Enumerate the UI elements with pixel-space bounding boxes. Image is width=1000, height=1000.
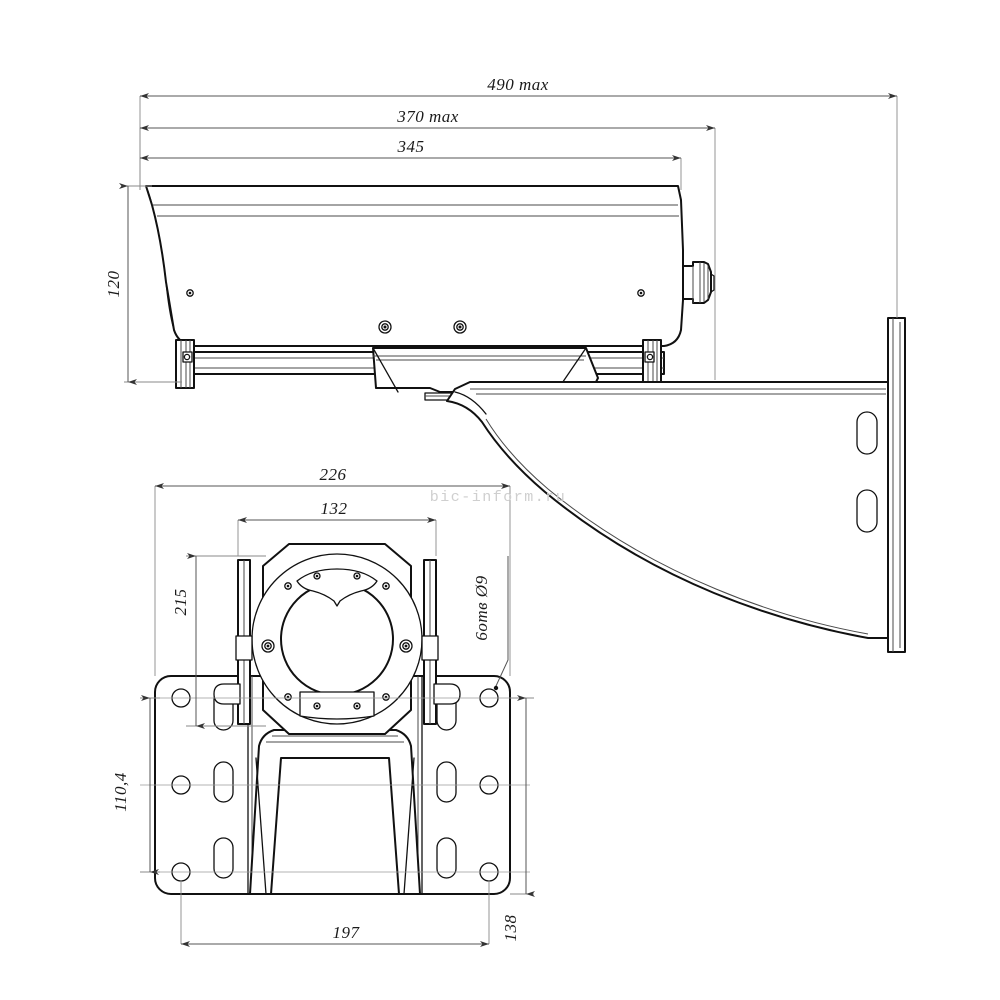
gimbal-body <box>251 543 423 735</box>
dim-label-overall-length: 490 max <box>487 75 549 94</box>
dim-label-hole-callout: 6отв Ø9 <box>472 575 491 640</box>
front-view <box>140 543 530 895</box>
dim-plate-width: 226 <box>155 465 510 489</box>
lens-connector <box>682 261 715 304</box>
wall-plate-slot-lower <box>856 489 878 533</box>
plate-slot-5 <box>436 761 457 803</box>
dim-housing-length: 345 <box>140 137 681 161</box>
wall-plate-slot-upper <box>856 411 878 455</box>
dim-label-hole-spacing-vertical: 110,4 <box>111 772 130 812</box>
dim-plate-bottom-offset: 138 <box>501 695 535 942</box>
right-rail-clamp <box>642 339 662 389</box>
front-view-dimensions: 226 132 215 110,4 197 138 <box>111 465 535 947</box>
dim-gimbal-height: 215 <box>171 553 205 729</box>
dim-label-gimbal-height: 215 <box>171 589 190 616</box>
dim-label-plate-bottom-offset: 138 <box>501 915 520 942</box>
plate-slot-2 <box>213 761 234 803</box>
dim-hole-spacing-vertical: 110,4 <box>111 695 159 875</box>
dim-label-gimbal-width: 132 <box>321 499 348 518</box>
side-view <box>145 185 906 653</box>
dim-hole-callout: 6отв Ø9 <box>472 556 509 691</box>
wall-plate <box>856 317 906 653</box>
plate-slot-6 <box>436 837 457 879</box>
housing-screws <box>186 289 645 334</box>
plate-slot-3 <box>213 837 234 879</box>
dim-label-plate-width: 226 <box>320 465 347 484</box>
dim-hole-spacing-horizontal: 197 <box>181 923 489 947</box>
watermark-text: bic-inform.ru <box>430 489 567 506</box>
dim-label-housing-length: 345 <box>397 137 425 156</box>
arm-flare <box>249 729 421 895</box>
dim-housing-height: 120 <box>104 183 137 385</box>
mounting-plate <box>154 675 511 895</box>
left-rail-clamp <box>175 339 195 389</box>
dim-label-housing-height: 120 <box>104 271 123 298</box>
dim-housing-bracket-length: 370 max <box>140 107 715 131</box>
dim-overall-length: 490 max <box>140 75 897 99</box>
wall-mount-arm <box>446 381 891 639</box>
dim-label-housing-bracket-length: 370 max <box>396 107 459 126</box>
camera-housing <box>145 185 684 353</box>
side-view-dimensions: 490 max 370 max 345 120 <box>104 75 898 385</box>
dim-label-hole-spacing-horizontal: 197 <box>333 923 361 942</box>
dim-gimbal-width: 132 <box>238 499 436 523</box>
tilt-straps <box>213 559 461 725</box>
